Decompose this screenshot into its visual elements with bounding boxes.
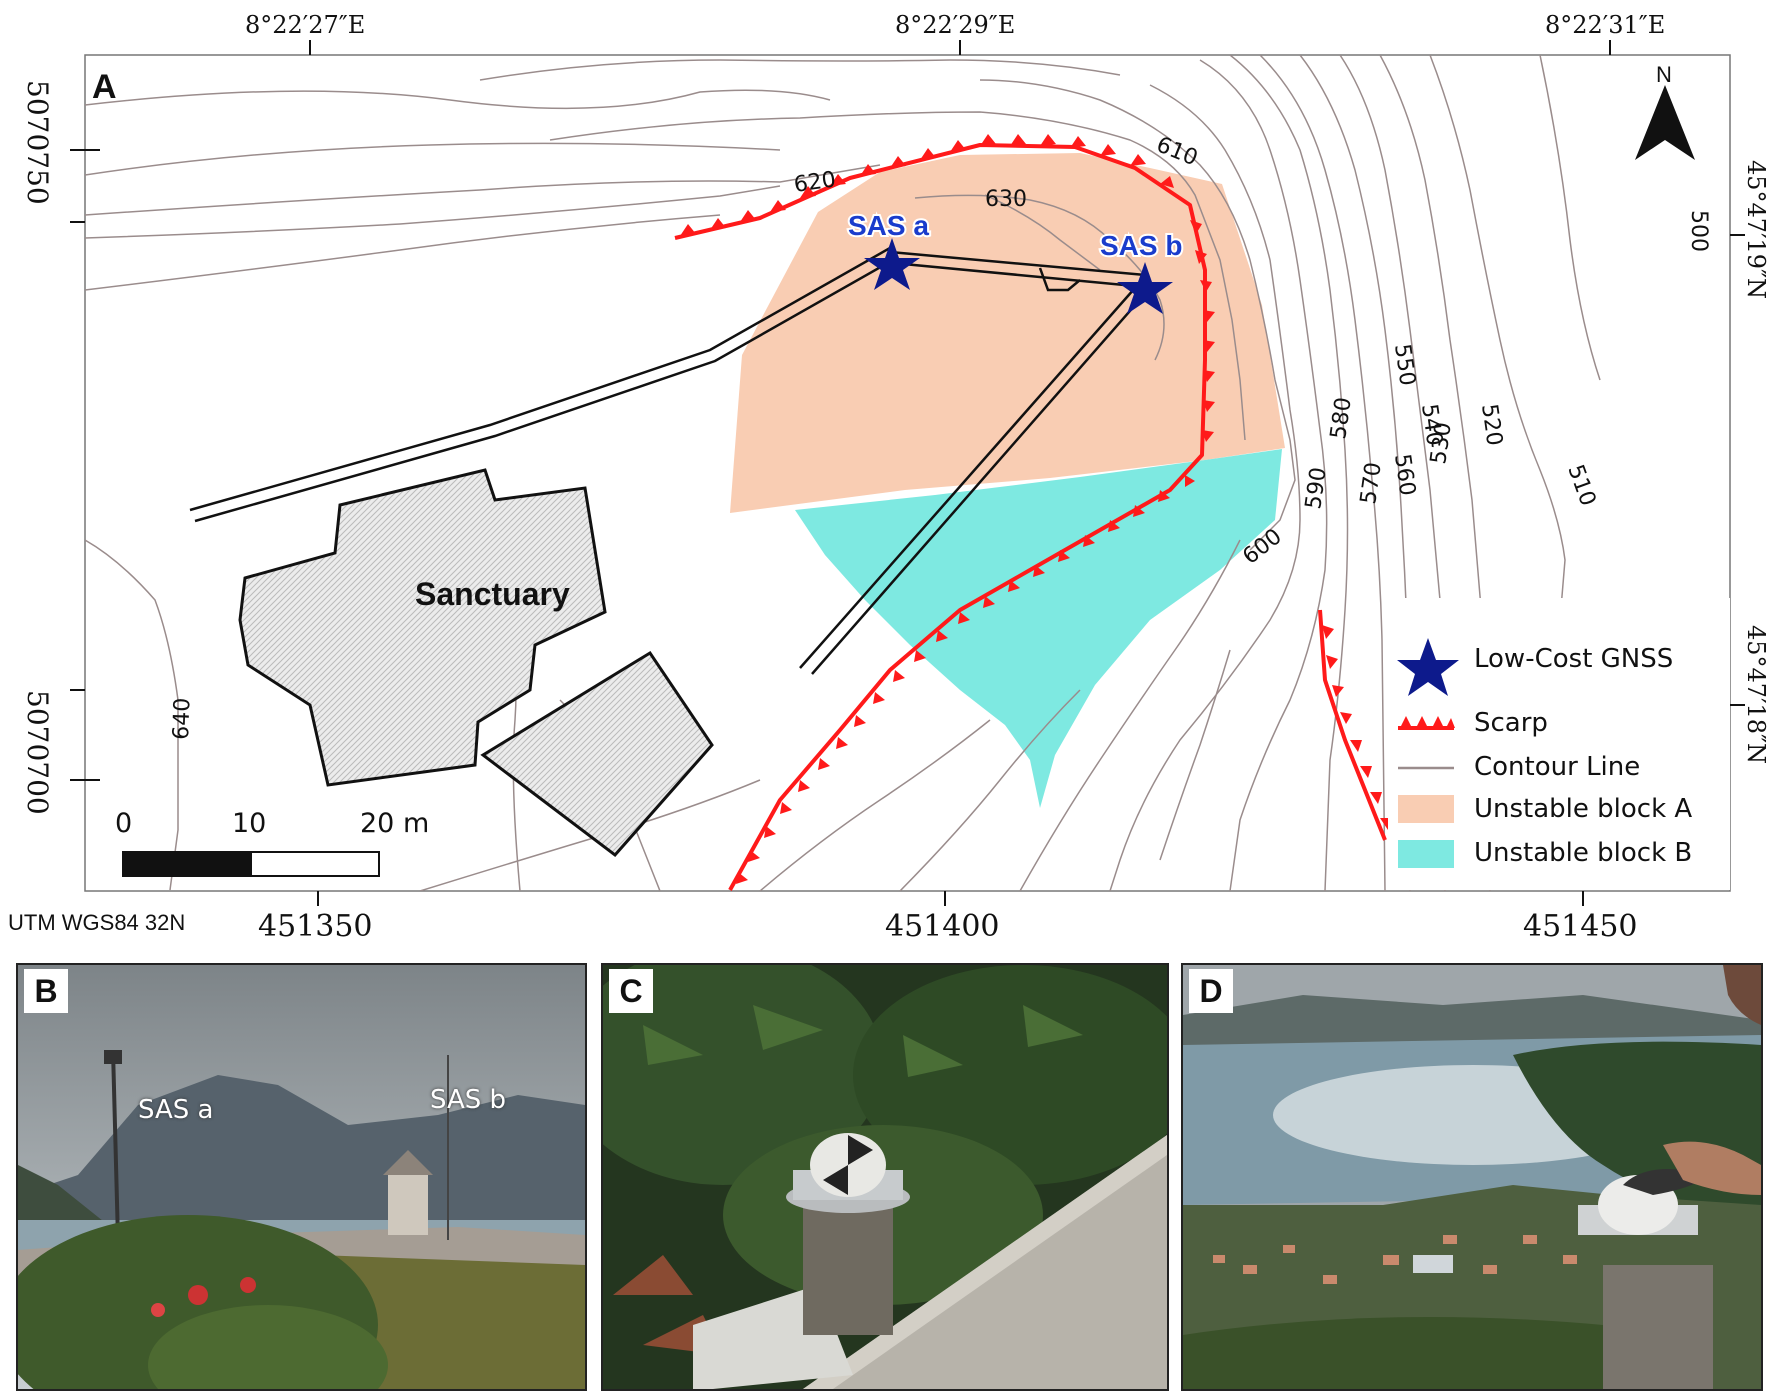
contour-label-group: 620 630 610 600 590 580 570 560 550 540 … bbox=[169, 132, 1711, 740]
contour-label: 620 bbox=[792, 167, 837, 198]
contour-label: 500 bbox=[1686, 210, 1711, 252]
contour-label: 550 bbox=[1389, 342, 1420, 387]
scarp-south bbox=[1318, 609, 1387, 841]
contour-label: 590 bbox=[1301, 466, 1332, 511]
bottom-coord: 451400 bbox=[885, 909, 1000, 944]
contour-label: 640 bbox=[169, 697, 195, 740]
legend-star-icon bbox=[1397, 638, 1459, 696]
right-coord: 45°47′18″N bbox=[1742, 625, 1770, 764]
photo-sas-a-label: SAS a bbox=[138, 1095, 214, 1125]
sas-a-label: SAS a bbox=[848, 210, 929, 241]
north-arrow-icon bbox=[1635, 85, 1695, 160]
unstable-block-a bbox=[730, 153, 1285, 513]
contour-label: 540 bbox=[1416, 402, 1447, 447]
contour-label: 560 bbox=[1389, 452, 1420, 497]
scarp-teeth bbox=[680, 134, 1392, 884]
sanctuary-label: Sanctuary bbox=[415, 576, 570, 612]
contour-label: 530 bbox=[1426, 421, 1457, 466]
legend-label: Low-Cost GNSS bbox=[1474, 644, 1674, 674]
chapel-building bbox=[480, 650, 714, 858]
legend-block-b-icon bbox=[1398, 840, 1454, 868]
panel-label-d: D bbox=[1189, 969, 1233, 1013]
sanctuary-building bbox=[238, 468, 607, 787]
legend-scarp-icon bbox=[1398, 716, 1455, 730]
right-coord: 45°47′19″N bbox=[1742, 160, 1770, 299]
scale-label: 20 m bbox=[360, 808, 429, 839]
contour-label: 580 bbox=[1326, 396, 1357, 441]
sas-b-star-icon bbox=[1117, 262, 1173, 314]
contour-lines bbox=[85, 55, 1601, 891]
scale-label: 0 bbox=[115, 808, 132, 839]
legend-label: Unstable block A bbox=[1474, 794, 1693, 824]
coordinate-ticks bbox=[70, 40, 1745, 906]
map-svg: 620 630 610 600 590 580 570 560 550 540 … bbox=[8, 11, 1770, 944]
sas-a-star-icon bbox=[864, 238, 920, 290]
legend-label: Scarp bbox=[1474, 708, 1548, 738]
photo-panel-c: C bbox=[601, 963, 1169, 1391]
top-coord: 8°22′27″E bbox=[245, 11, 365, 39]
contour-label: 520 bbox=[1476, 402, 1507, 447]
map-panel-a: 620 630 610 600 590 580 570 560 550 540 … bbox=[8, 11, 1770, 944]
left-coord: 5070700 bbox=[21, 690, 54, 815]
bottom-coord: 451450 bbox=[1523, 909, 1638, 944]
legend-block-a-icon bbox=[1398, 795, 1454, 823]
scale-label: 10 bbox=[232, 808, 266, 839]
crs-label: UTM WGS84 32N bbox=[8, 910, 185, 935]
top-coord: 8°22′31″E bbox=[1545, 11, 1665, 39]
sas-b-label: SAS b bbox=[1100, 230, 1182, 261]
north-label: N bbox=[1656, 62, 1672, 87]
top-coord: 8°22′29″E bbox=[895, 11, 1015, 39]
panel-label-c: C bbox=[609, 969, 653, 1013]
photo-panel-b: B SAS a SAS b bbox=[16, 963, 587, 1391]
unstable-block-b bbox=[795, 449, 1282, 808]
bottom-coord: 451350 bbox=[258, 909, 373, 944]
scale-bar bbox=[122, 851, 380, 877]
contour-label: 570 bbox=[1356, 461, 1387, 506]
panel-label-a: A bbox=[92, 68, 117, 106]
access-paths bbox=[189, 246, 1151, 675]
legend-label: Unstable block B bbox=[1474, 838, 1693, 868]
legend-label: Contour Line bbox=[1474, 752, 1641, 782]
map-legend: Low-Cost GNSS Scarp Contour Line Unstabl… bbox=[1388, 598, 1730, 890]
left-coord: 5070750 bbox=[21, 80, 54, 205]
photo-panel-d: D bbox=[1181, 963, 1763, 1391]
contour-label: 630 bbox=[985, 187, 1027, 212]
panel-label-b: B bbox=[24, 969, 68, 1013]
photo-sas-b-label: SAS b bbox=[430, 1085, 507, 1115]
